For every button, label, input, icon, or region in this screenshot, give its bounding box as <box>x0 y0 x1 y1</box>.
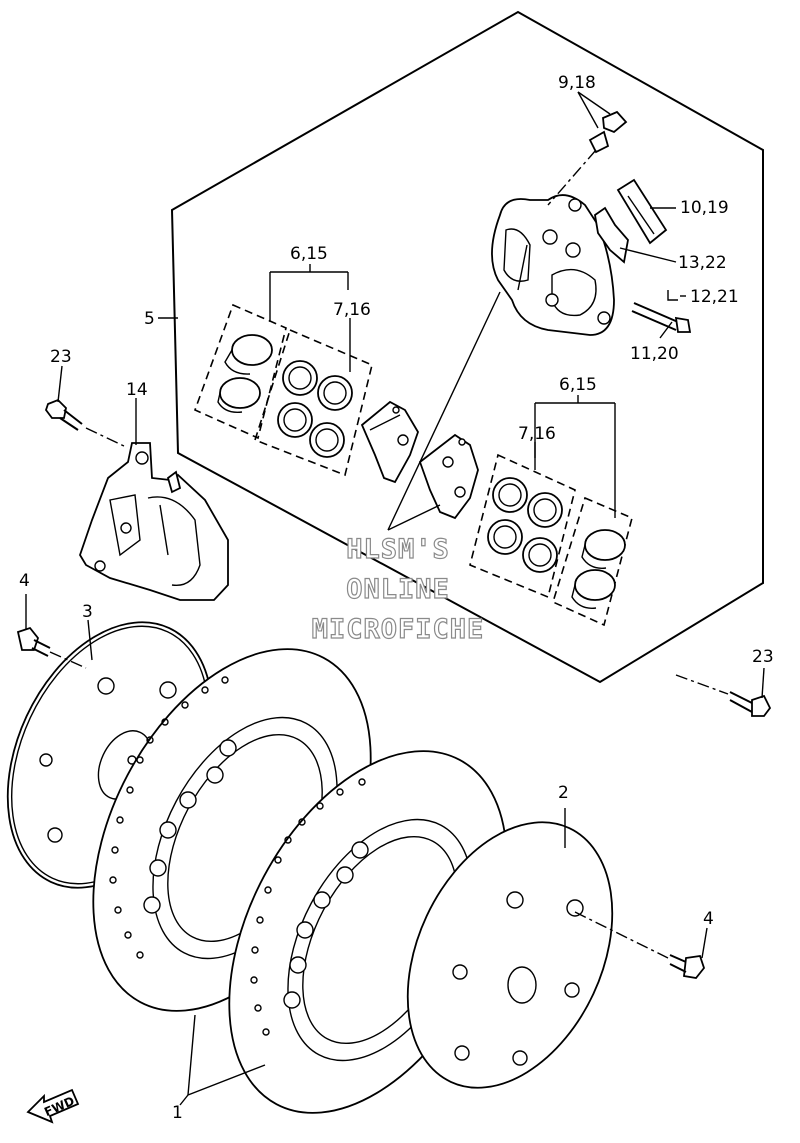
seal-left-1 <box>282 360 318 396</box>
pad-spring-13-22 <box>594 206 629 264</box>
callout-2: 2 <box>558 783 569 803</box>
piston-right-2 <box>571 569 616 609</box>
callout-13-22: 13,22 <box>678 253 727 273</box>
bolt-4-right <box>574 911 706 979</box>
callout-7-16-right: 7,16 <box>518 424 556 444</box>
seal-left-4 <box>309 422 345 458</box>
bolt-4-left <box>16 626 87 669</box>
callout-23-left: 23 <box>50 347 72 367</box>
assembly-line <box>387 291 501 531</box>
pad-retainer-10-19 <box>616 178 668 245</box>
watermark-line-3: MICROFICHE <box>312 614 485 645</box>
watermark: HLSM'S ONLINE MICROFICHE <box>311 533 485 645</box>
caliper-body <box>491 194 615 336</box>
callout-5: 5 <box>144 309 155 329</box>
seal-right-4 <box>522 537 558 573</box>
callout-14: 14 <box>126 380 148 400</box>
callout-11-20: 11,20 <box>630 344 679 364</box>
assembly-line <box>387 504 441 531</box>
caliper-14 <box>79 442 229 601</box>
piston-left-2 <box>217 377 261 413</box>
pin-clip-12-21 <box>667 290 678 301</box>
brake-pad-right <box>418 433 479 520</box>
callout-7-16-left: 7,16 <box>333 300 371 320</box>
callout-1: 1 <box>172 1103 183 1123</box>
callout-9-18: 9,18 <box>558 73 596 93</box>
piston-group-left <box>193 303 373 477</box>
callout-4-left: 4 <box>19 571 30 591</box>
leader-lines <box>25 91 765 1106</box>
callout-12-21: 12,21 <box>690 287 739 307</box>
callout-6-15-left: 6,15 <box>290 244 328 264</box>
callout-23-right: 23 <box>752 647 774 667</box>
callout-10-19: 10,19 <box>680 198 729 218</box>
pad-pin-11-20 <box>631 302 692 333</box>
callout-4-right: 4 <box>703 909 714 929</box>
seal-right-3 <box>487 519 523 555</box>
bolt-23-left <box>44 398 125 447</box>
bolt-23-right <box>675 674 772 717</box>
seal-left-2 <box>317 375 353 411</box>
callout-3: 3 <box>82 602 93 622</box>
seal-left-3 <box>277 402 313 438</box>
callout-6-15-right: 6,15 <box>559 375 597 395</box>
piston-left-1 <box>224 334 273 375</box>
caliper-bolt-9-18 <box>547 110 628 206</box>
piston-right-1 <box>581 529 626 569</box>
seal-right-2 <box>527 492 563 528</box>
seal-right-1 <box>492 477 528 513</box>
piston-group-right <box>469 453 633 627</box>
rotor-hub-2 <box>406 821 614 1089</box>
brake-pad-left <box>360 400 419 484</box>
caliper-assembly-outline <box>170 10 764 684</box>
watermark-line-2: ONLINE <box>346 574 450 605</box>
fwd-arrow-icon: FWD <box>26 1088 80 1124</box>
watermark-line-1: HLSM'S <box>346 534 450 565</box>
